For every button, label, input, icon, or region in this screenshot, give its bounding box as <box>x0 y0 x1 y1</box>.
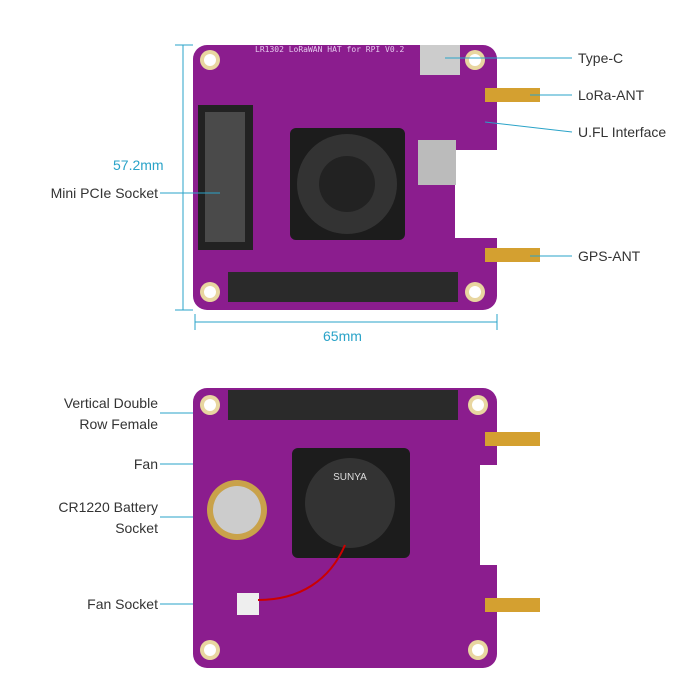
label-gps-ant: GPS-ANT <box>578 248 641 264</box>
label-lora-ant: LoRa-ANT <box>578 87 645 103</box>
fan-brand: SUNYA <box>333 472 367 483</box>
label-mini-pcie: Mini PCIe Socket <box>50 185 158 201</box>
label-header-line2: Row Female <box>79 416 158 432</box>
label-fan-socket: Fan Socket <box>87 596 158 612</box>
height-dimension: 57.2mm <box>113 157 164 173</box>
top-board: LR1302 LoRaWAN HAT for RPI V0.2 <box>193 45 540 310</box>
silkscreen-text: LR1302 LoRaWAN HAT for RPI V0.2 <box>255 45 404 54</box>
label-type-c: Type-C <box>578 50 624 66</box>
label-ufl-interface: U.FL Interface <box>578 124 667 140</box>
label-fan: Fan <box>133 456 158 472</box>
label-header-line1: Vertical Double <box>63 395 158 411</box>
bottom-board: SUNYA <box>193 388 540 668</box>
width-dimension: 65mm <box>323 328 362 344</box>
label-battery-line2: Socket <box>115 520 158 536</box>
label-battery-line1: CR1220 Battery <box>58 499 158 515</box>
